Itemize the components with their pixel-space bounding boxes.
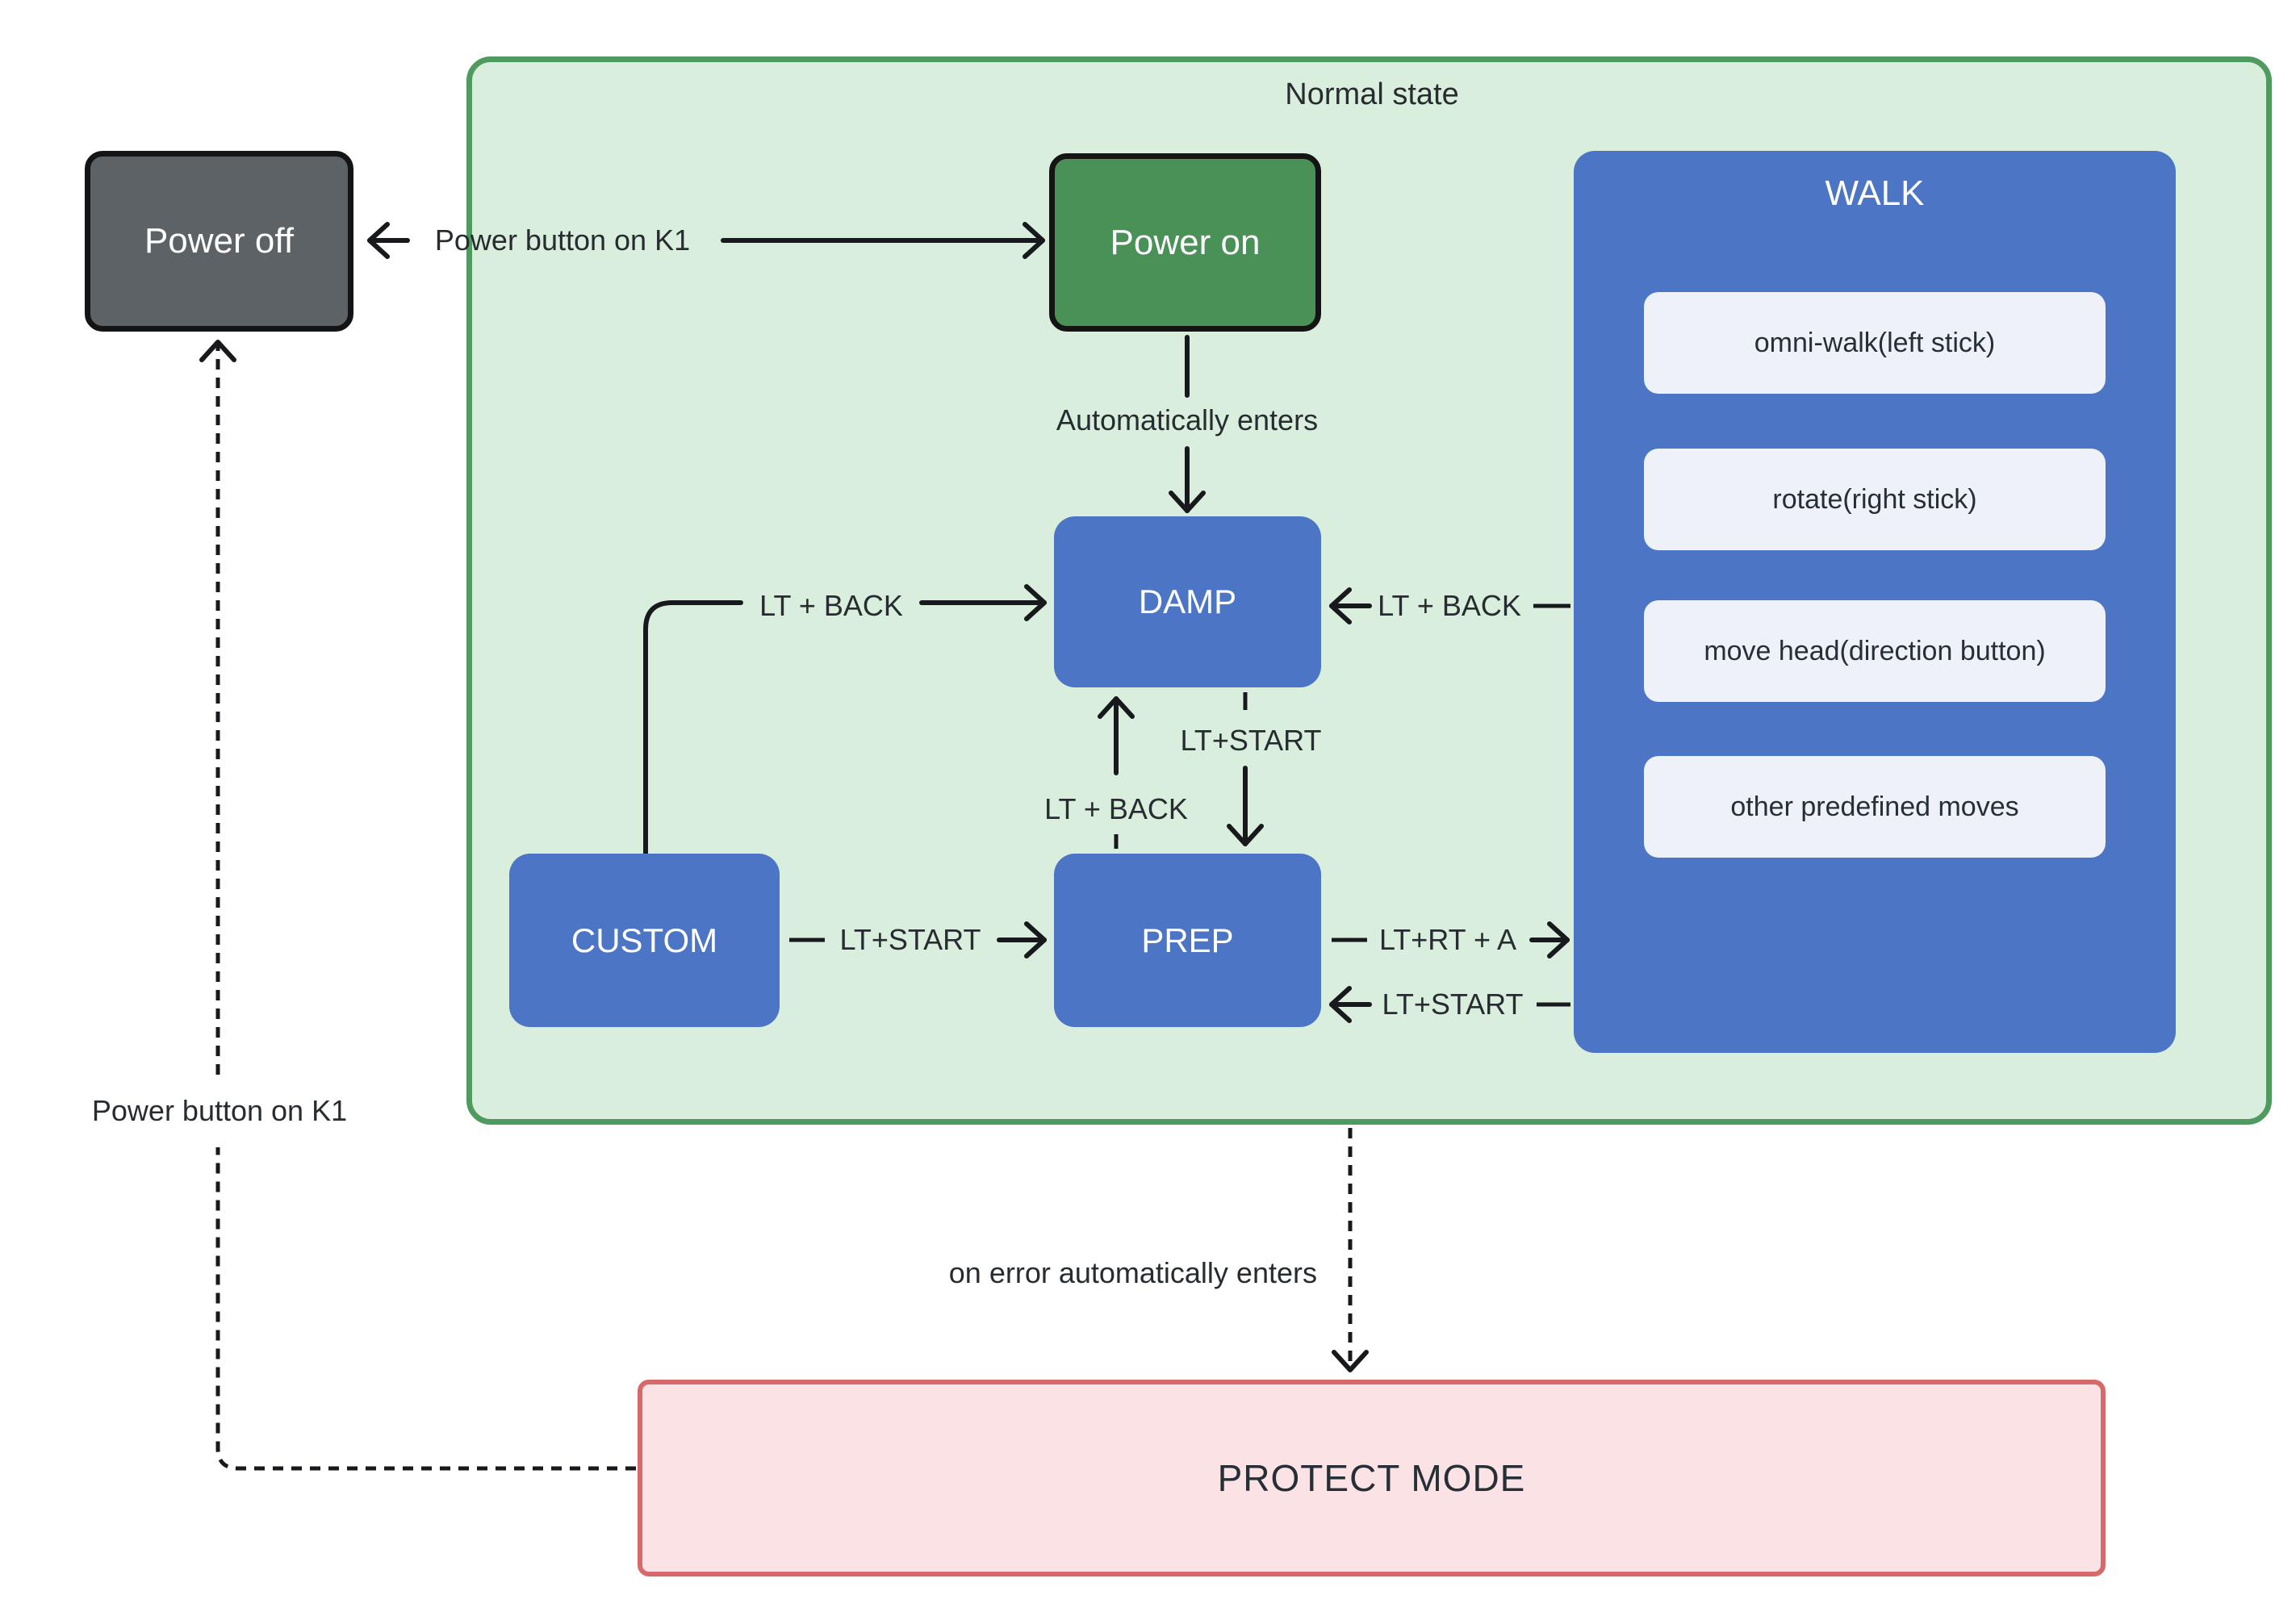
walk-panel: WALK omni-walk(left stick) rotate(right …	[1574, 151, 2176, 1053]
node-power-on[interactable]: Power on	[1049, 153, 1321, 332]
edge-label-on-error: on error automatically enters	[948, 1256, 1317, 1289]
edge-label-walk-prep: LT+START	[1382, 988, 1524, 1021]
node-damp[interactable]: DAMP	[1054, 516, 1321, 687]
normal-state-title: Normal state	[1285, 77, 1459, 111]
edge-label-damp-prep: LT+START	[1180, 724, 1322, 757]
walk-panel-title: WALK	[1825, 173, 1925, 213]
walk-item-omni-walk[interactable]: omni-walk(left stick)	[1644, 292, 2106, 394]
walk-item-label: rotate(right stick)	[1772, 483, 1977, 515]
walk-item-label: omni-walk(left stick)	[1754, 327, 1996, 358]
node-power-off[interactable]: Power off	[85, 151, 353, 332]
edge-label-custom-prep: LT+START	[839, 923, 981, 956]
edge-label-protect-poweroff: Power button on K1	[91, 1094, 348, 1127]
node-protect-mode-label: PROTECT MODE	[1217, 1457, 1526, 1499]
walk-item-label: other predefined moves	[1730, 791, 2019, 822]
node-custom[interactable]: CUSTOM	[509, 854, 780, 1027]
edge-label-power-toggle: Power button on K1	[434, 223, 691, 257]
edge-label-custom-damp: LT + BACK	[759, 589, 903, 622]
edge-label-prep-walk: LT+RT + A	[1378, 923, 1517, 956]
node-custom-label: CUSTOM	[571, 921, 718, 959]
node-prep[interactable]: PREP	[1054, 854, 1321, 1027]
edge-custom-damp-elbow	[643, 600, 743, 856]
node-power-on-label: Power on	[1110, 222, 1261, 262]
walk-item-move-head[interactable]: move head(direction button)	[1644, 600, 2106, 702]
edge-label-walk-damp: LT + BACK	[1378, 589, 1521, 622]
edge-protect-poweroff-elbow	[215, 1147, 636, 1471]
node-damp-label: DAMP	[1138, 583, 1237, 620]
walk-item-rotate[interactable]: rotate(right stick)	[1644, 449, 2106, 550]
edge-label-prep-damp: LT + BACK	[1044, 792, 1188, 825]
node-prep-label: PREP	[1141, 921, 1234, 959]
node-protect-mode[interactable]: PROTECT MODE	[638, 1380, 2106, 1577]
walk-item-other-moves[interactable]: other predefined moves	[1644, 756, 2106, 858]
node-power-off-label: Power off	[144, 221, 295, 261]
edge-label-auto-enters: Automatically enters	[1056, 403, 1319, 436]
walk-item-label: move head(direction button)	[1704, 635, 2046, 666]
